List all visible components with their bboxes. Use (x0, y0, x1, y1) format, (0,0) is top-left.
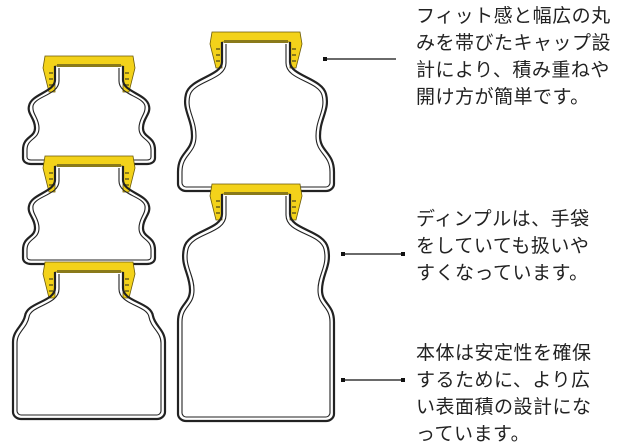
callout-cap: フィット感と幅広の丸 みを帯びたキャップ設 計により、積み重ねや 開け方が簡単で… (416, 5, 612, 108)
bottle-cap-icon (209, 31, 303, 69)
bottle-cap-icon (42, 155, 136, 193)
bottle-cap-icon (42, 261, 136, 299)
left-bottle-2 (21, 155, 157, 266)
left-bottle-1 (21, 55, 157, 166)
leader-dimple (341, 252, 405, 256)
bottles-diagram (11, 31, 405, 423)
leader-cap (323, 57, 396, 61)
callout-body: 本体は安定性を確保 するために、より広 い表面積の設計にな っています。 (416, 342, 592, 445)
bottle-cap-icon (209, 183, 303, 221)
leader-body (341, 378, 405, 382)
callout-dimple: ディンプルは、手袋 をしていても扱いや すくなっています。 (416, 208, 590, 284)
right-bottle-2 (176, 183, 336, 423)
bottle-cap-icon (42, 55, 136, 93)
right-bottle-1 (176, 31, 336, 193)
left-bottle-3 (11, 261, 167, 421)
